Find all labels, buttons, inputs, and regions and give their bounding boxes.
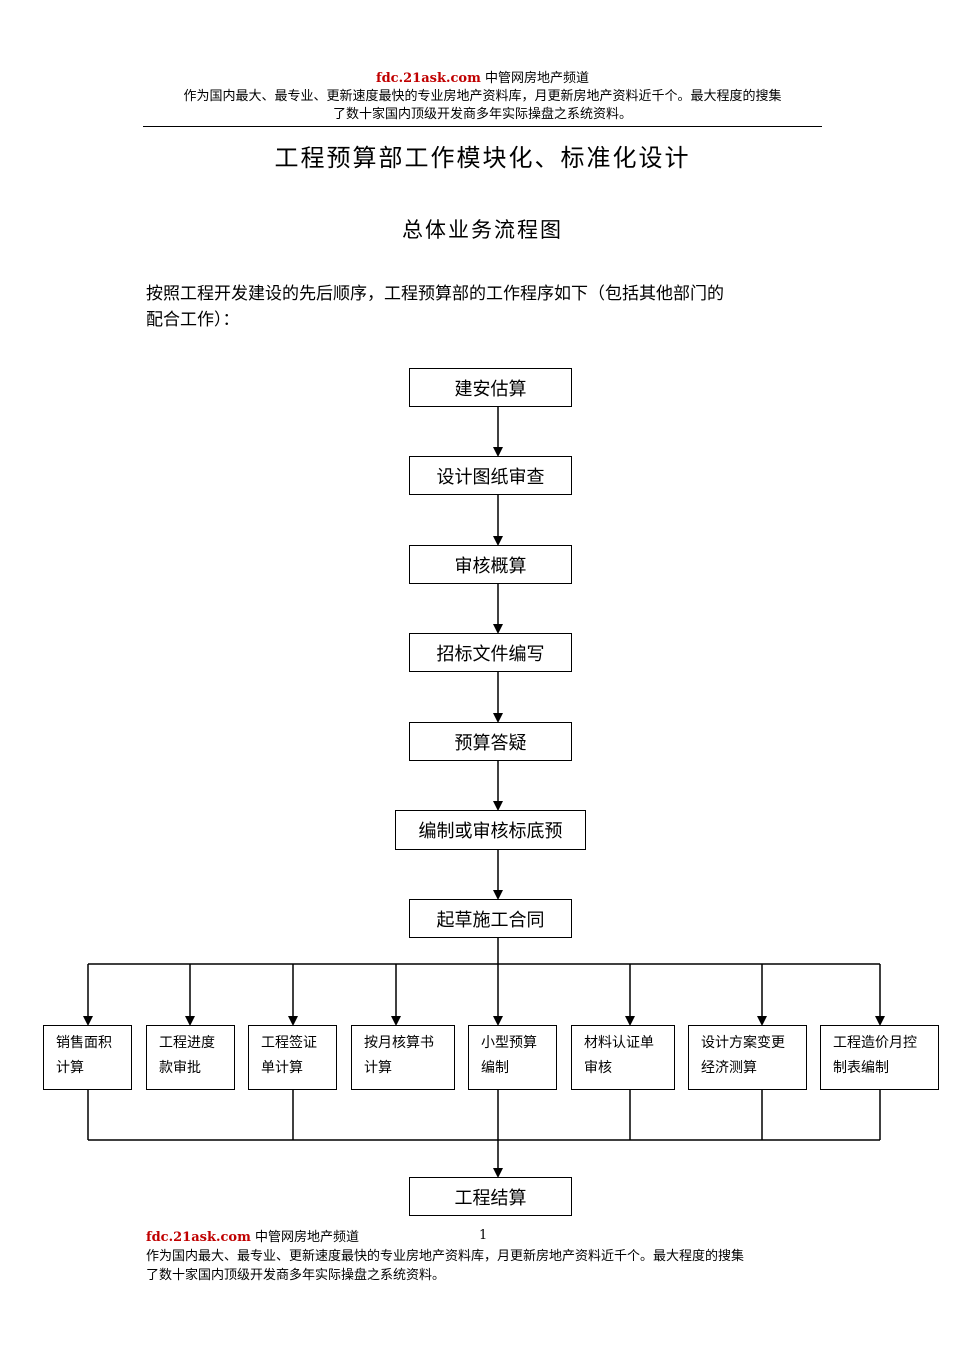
substep-site-visa: 工程签证 单计算 bbox=[248, 1025, 337, 1090]
page-number: 1 bbox=[479, 1228, 488, 1243]
substep-line1: 设计方案变更 bbox=[701, 1035, 785, 1051]
substep-progress-payment: 工程进度 款审批 bbox=[146, 1025, 235, 1090]
substep-line2: 审核 bbox=[584, 1060, 612, 1076]
step-budget-audit: 审核概算 bbox=[409, 545, 572, 584]
substep-line1: 小型预算 bbox=[481, 1035, 537, 1051]
substep-line2: 经济测算 bbox=[701, 1060, 757, 1076]
substep-line2: 计算 bbox=[364, 1060, 392, 1076]
footer-desc-line1: 作为国内最大、最专业、更新速度最快的专业房地产资料库，月更新房地产资料近千个。最… bbox=[146, 1249, 745, 1264]
substep-line1: 销售面积 bbox=[56, 1035, 112, 1051]
footer-desc-line2: 了数十家国内顶级开发商多年实际操盘之系统资料。 bbox=[146, 1268, 446, 1283]
step-draft-contract: 起草施工合同 bbox=[409, 899, 572, 938]
header-divider bbox=[143, 126, 822, 127]
substep-design-change: 设计方案变更 经济测算 bbox=[688, 1025, 807, 1090]
substep-cost-control: 工程造价月控 制表编制 bbox=[820, 1025, 939, 1090]
intro-paragraph: 按照工程开发建设的先后顺序，工程预算部的工作程序如下（包括其他部门的 配合工作）… bbox=[146, 281, 826, 333]
footer-site-line: fdc.21ask.com 中管网房地产频道 bbox=[146, 1228, 826, 1247]
header-site-line: fdc.21ask.com 中管网房地产频道 bbox=[140, 70, 825, 88]
substep-line1: 按月核算书 bbox=[364, 1035, 434, 1051]
step-tender-documents: 招标文件编写 bbox=[409, 633, 572, 672]
footer-site-link[interactable]: fdc.21ask.com bbox=[146, 1230, 251, 1245]
substep-material-cert: 材料认证单 审核 bbox=[571, 1025, 675, 1090]
header-desc-line1: 作为国内最大、最专业、更新速度最快的专业房地产资料库，月更新房地产资料近千个。最… bbox=[183, 89, 782, 104]
section-title: 总体业务流程图 bbox=[402, 218, 563, 242]
substep-line2: 编制 bbox=[481, 1060, 509, 1076]
intro-line2: 配合工作）： bbox=[146, 310, 240, 330]
substep-sales-area: 销售面积 计算 bbox=[43, 1025, 132, 1090]
footer-channel: 中管网房地产频道 bbox=[254, 1230, 359, 1245]
step-budget-qa: 预算答疑 bbox=[409, 722, 572, 761]
intro-line1: 按照工程开发建设的先后顺序，工程预算部的工作程序如下（包括其他部门的 bbox=[146, 284, 724, 304]
substep-line2: 计算 bbox=[56, 1060, 84, 1076]
header-channel: 中管网房地产频道 bbox=[484, 71, 589, 86]
header-desc-line2: 了数十家国内顶级开发商多年实际操盘之系统资料。 bbox=[332, 107, 632, 122]
step-drawing-review: 设计图纸审查 bbox=[409, 456, 572, 495]
substep-small-budget: 小型预算 编制 bbox=[468, 1025, 557, 1090]
page-header: fdc.21ask.com 中管网房地产频道 作为国内最大、最专业、更新速度最快… bbox=[140, 70, 825, 124]
document-title: 工程预算部工作模块化、标准化设计 bbox=[274, 144, 691, 172]
step-tender-base-budget: 编制或审核标底预 bbox=[395, 810, 586, 850]
substep-line1: 工程进度 bbox=[159, 1035, 215, 1051]
step-final-settlement: 工程结算 bbox=[409, 1177, 572, 1216]
substep-line1: 材料认证单 bbox=[584, 1035, 654, 1051]
substep-line2: 单计算 bbox=[261, 1060, 303, 1076]
page-footer: fdc.21ask.com 中管网房地产频道 作为国内最大、最专业、更新速度最快… bbox=[146, 1228, 826, 1285]
substep-line2: 制表编制 bbox=[833, 1060, 889, 1076]
header-site-link[interactable]: fdc.21ask.com bbox=[376, 71, 481, 86]
substep-monthly-accounting: 按月核算书 计算 bbox=[351, 1025, 455, 1090]
step-construction-estimate: 建安估算 bbox=[409, 368, 572, 407]
substep-line2: 款审批 bbox=[159, 1060, 201, 1076]
substep-line1: 工程造价月控 bbox=[833, 1035, 917, 1051]
substep-line1: 工程签证 bbox=[261, 1035, 317, 1051]
